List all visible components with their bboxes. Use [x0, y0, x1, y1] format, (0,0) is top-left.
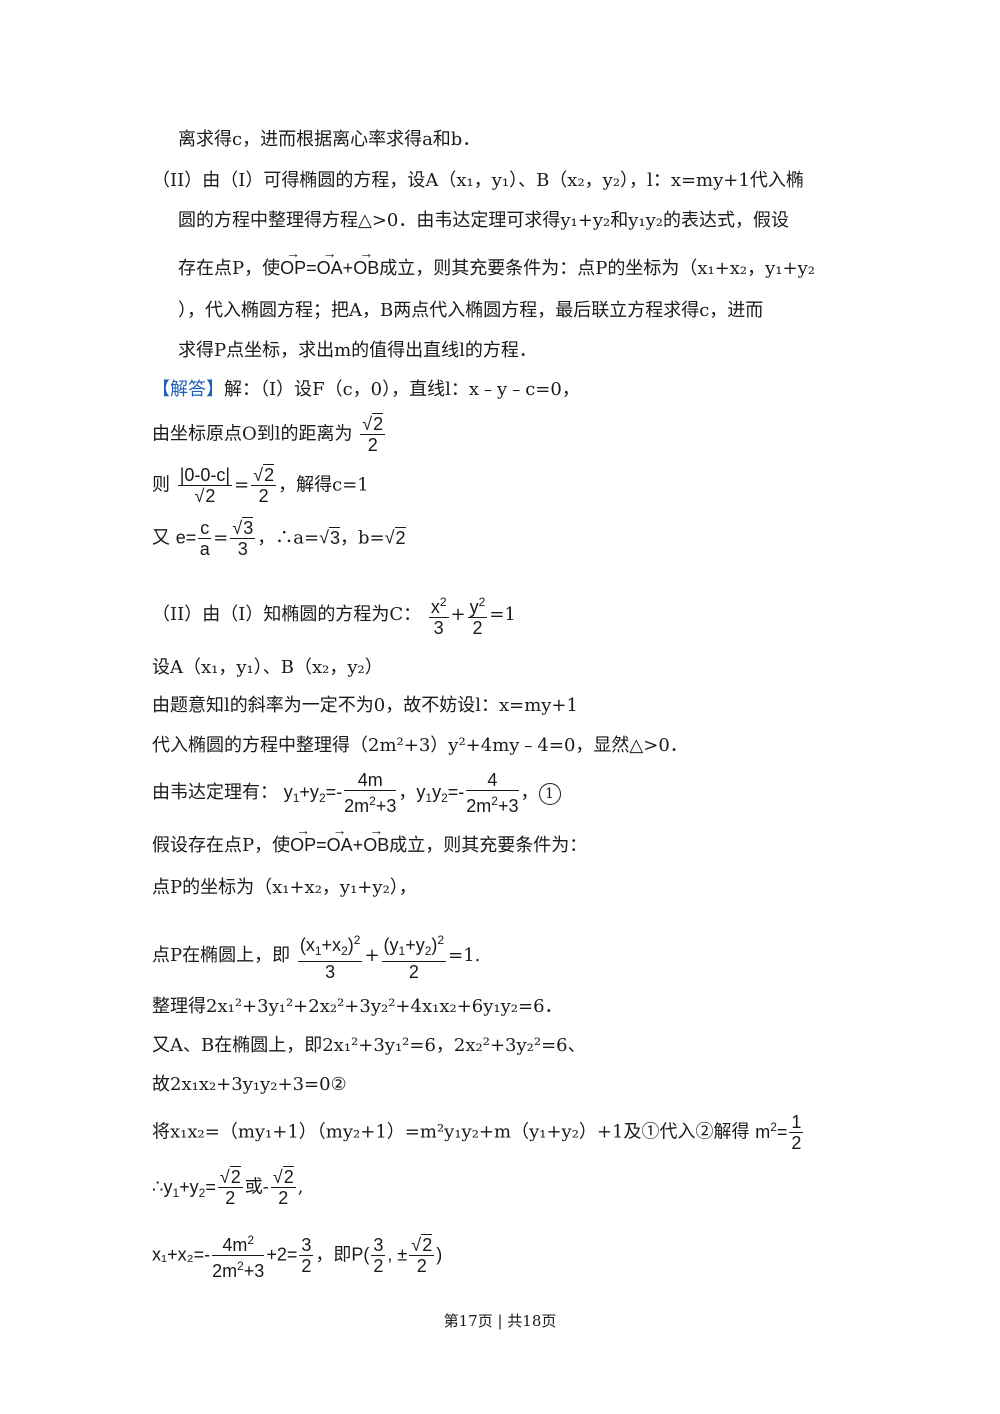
text-segment: 或 — [244, 1176, 263, 1198]
analysis-line-6: 求得P点坐标，求出m的值得出直线l的方程． — [178, 340, 537, 361]
fraction: |0-0-c|√2 — [177, 465, 233, 506]
ab-on-ellipse-line: 又A、B在椭圆上，即2x₁²+3y₁²=6，2x₂²+3y₂²=6、 — [152, 1035, 586, 1056]
analysis-line-4: 存在点P，使OP=OA+OB成立，则其充要条件为：点P的坐标为（x₁+x₂，y₁… — [178, 241, 815, 281]
text-segment: ∴ — [152, 1176, 164, 1198]
text-segment: ，即 — [315, 1244, 352, 1266]
analysis-line-1: 离求得c，进而根据离心率求得a和b． — [178, 129, 481, 150]
text-segment: 假设存在点P，使 — [152, 835, 291, 856]
text-segment: x₁+x₂= — [152, 1244, 205, 1265]
analysis-line-5: ），代入椭圆方程；把A，B两点代入椭圆方程，最后联立方程求得c，进而 — [178, 300, 764, 321]
vector-equation: OP=OA+OB — [280, 241, 379, 278]
answer-heading: 【解答】解：（I）设F（c，0），直线l：x﹣y﹣c=0， — [152, 378, 580, 402]
vector-equation: OP=OA+OB — [290, 818, 389, 855]
text-segment: 点P在椭圆上，即 — [152, 945, 291, 966]
set-points-line: 设A（x₁，y₁）、B（x₂，y₂） — [152, 657, 383, 678]
text-segment: 又 — [152, 527, 170, 549]
slope-line: 由题意知l的斜率为一定不为0，故不妨设l：x=my+1 — [152, 695, 578, 716]
text-segment: 由韦达定理有： — [152, 782, 278, 803]
text-segment: ，b= — [340, 527, 385, 549]
solve-m-line: 将x₁x₂=（my₁+1）（my₂+1）=m²y₁y₂+m（y₁+y₂）+1及①… — [152, 1112, 804, 1153]
text-segment: 则 — [152, 474, 170, 496]
p-coordinate-line: 点P的坐标为（x₁+x₂，y₁+y₂）， — [152, 877, 417, 898]
text-segment: （II）由（I）知椭圆的方程为C： — [152, 604, 422, 625]
answer-tag: 【解答】 — [152, 379, 224, 400]
analysis-line-3: 圆的方程中整理得方程△>0．由韦达定理可求得y₁+y₂和y₁y₂的表达式，假设 — [178, 210, 789, 231]
substitute-line: 代入椭圆的方程中整理得（2m²+3）y²+4my﹣4=0，显然△>0． — [152, 735, 688, 756]
text-segment: 将x₁x₂=（my₁+1）（my₂+1）=m²y₁y₂+m（y₁+y₂）+1及①… — [152, 1121, 750, 1143]
assume-line: 假设存在点P，使OP=OA+OB成立，则其充要条件为： — [152, 818, 588, 858]
text-segment: ，∴a= — [257, 527, 320, 549]
analysis-line-2: （II）由（I）可得椭圆的方程，设A（x₁，y₁）、B（x₂，y₂），l：x=m… — [152, 170, 804, 191]
text-segment: 存在点P，使 — [178, 258, 281, 279]
answer-intro: 解：（I）设F（c，0），直线l：x﹣y﹣c=0， — [224, 379, 580, 400]
equation-2-line: 故2x₁x₂+3y₁y₂+3=0② — [152, 1074, 347, 1095]
text-segment: 由坐标原点O到l的距离为 — [152, 423, 353, 445]
text-segment: 成立，则其充要条件为： — [389, 835, 588, 856]
text-segment: ，解得c=1 — [278, 474, 369, 496]
text-segment: 成立，则其充要条件为：点P的坐标为（x₁+x₂，y₁+y₂ — [379, 258, 815, 279]
page-footer: 第17页 | 共18页 — [443, 1312, 557, 1330]
simplify-line: 整理得2x₁²+3y₁²+2x₂²+3y₂²+4x₁x₂+6y₁y₂=6． — [152, 996, 563, 1017]
